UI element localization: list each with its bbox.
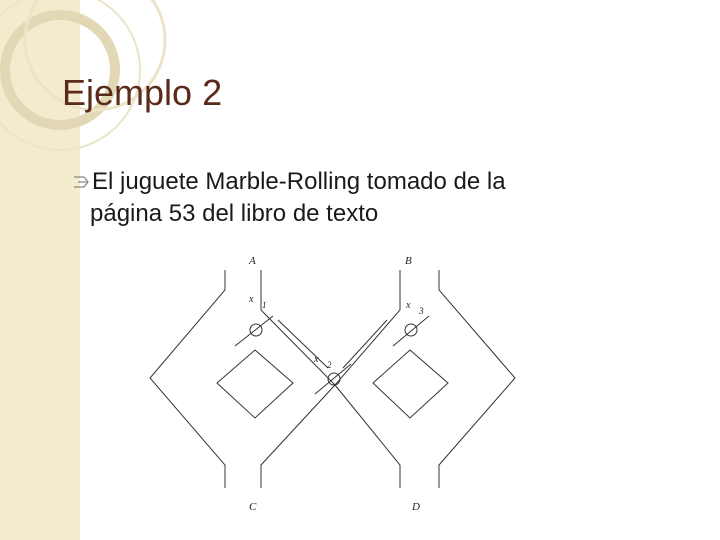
channel-left-inner-bottom [260, 384, 336, 488]
lever-2-arm [314, 363, 352, 395]
label-x1-var: x [248, 294, 254, 305]
bullet-line-2: página 53 del libro de texto [90, 200, 379, 227]
decorative-circles [0, 0, 167, 151]
bullet-text-cont: página 53 del libro de texto [72, 198, 672, 230]
bullet-line-1: El juguete Marble-Rolling tomado de la [92, 168, 506, 195]
channel-right-inner-top [334, 270, 401, 386]
channel-outer-right [438, 270, 516, 488]
label-x2-var: x [313, 354, 319, 365]
label-C: C [249, 501, 257, 513]
label-A: A [248, 255, 256, 267]
channel-left-inner-top [260, 270, 336, 386]
diamond-right [372, 349, 449, 419]
channel-outer-left [149, 270, 226, 488]
diamond-left [216, 349, 294, 419]
label-B: B [405, 255, 412, 267]
lever-2-pivot [327, 372, 341, 386]
label-x1-sub: 1 [262, 300, 267, 310]
lever-3-arm [392, 315, 430, 347]
channel-right-inner-bottom [334, 384, 401, 488]
slide-title: Ejemplo 2 [62, 72, 223, 113]
label-x2-sub: 2 [327, 360, 332, 370]
marble-rolling-diagram: A B C D x 1 x 2 x 3 [149, 255, 516, 513]
lever-3-pivot [404, 323, 418, 337]
bullet-text: El juguete Marble-Rolling tomado de la [72, 166, 672, 198]
lever-1-pivot [249, 323, 263, 337]
channel-center-upper-left [277, 319, 329, 369]
label-x3-var: x [405, 300, 411, 311]
bullet-arrow-icon [74, 176, 89, 188]
label-D: D [411, 501, 420, 513]
bullet-item: El juguete Marble-Rolling tomado de la p… [72, 166, 672, 230]
label-x3-sub: 3 [418, 306, 424, 316]
channel-center-upper-right [342, 319, 388, 369]
lever-1-arm [234, 315, 274, 347]
